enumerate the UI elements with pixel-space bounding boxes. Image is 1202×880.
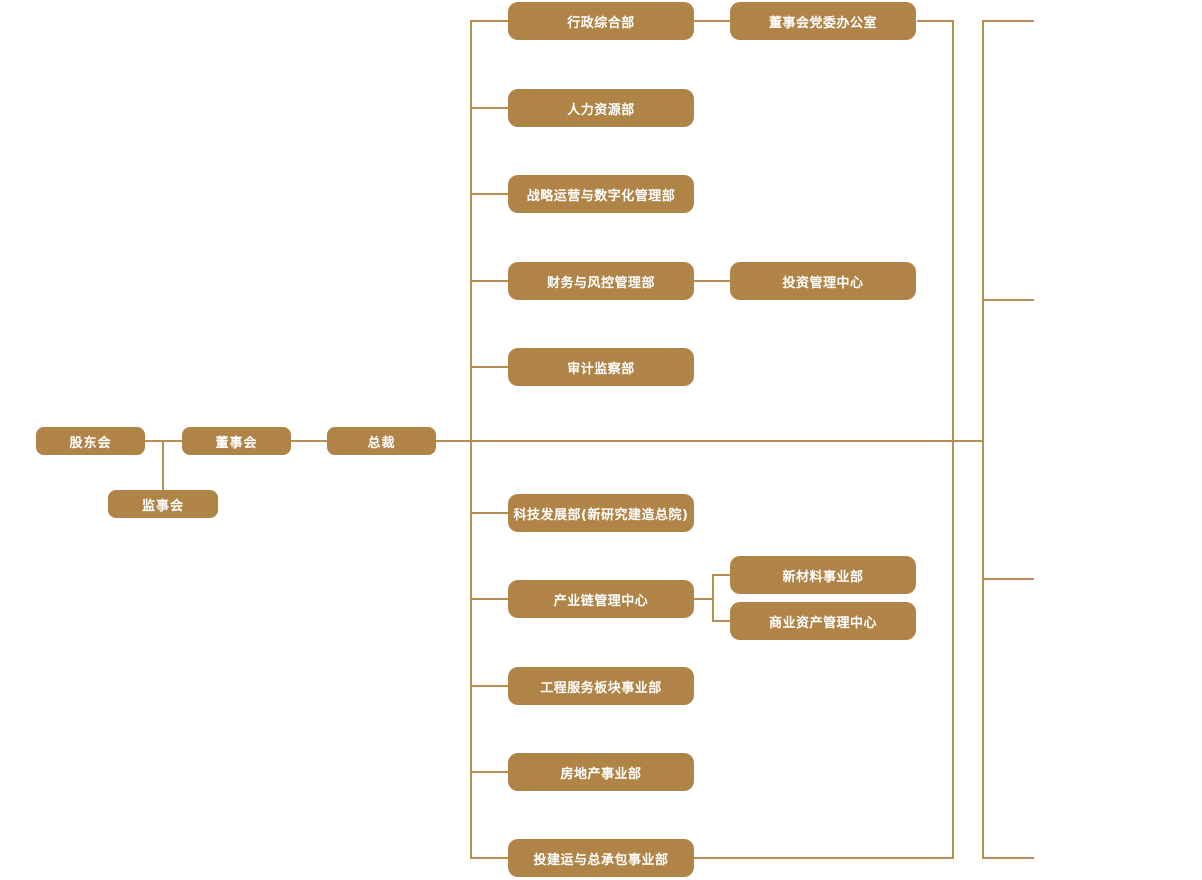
- dept-engineering-services: 工程服务板块事业部: [508, 667, 694, 705]
- right-stub-1: [982, 20, 1034, 22]
- dept-human-resources: 人力资源部: [508, 89, 694, 127]
- node-shareholders-meeting: 股东会: [36, 427, 145, 455]
- connector-row-9: [470, 771, 509, 773]
- connector-row-3: [470, 193, 509, 195]
- connector-finance-to-investment-center: [694, 280, 731, 282]
- right-bus-inner-vertical: [952, 20, 954, 859]
- connector-row-2: [470, 107, 509, 109]
- dept-finance-risk-management: 财务与风控管理部: [508, 262, 694, 300]
- department-bus-vertical: [470, 20, 472, 859]
- connector-board-president: [291, 440, 327, 442]
- connector-chain-branch-stem: [694, 598, 714, 600]
- dept-administrative-general: 行政综合部: [508, 2, 694, 40]
- connector-supervisory-drop: [162, 441, 164, 491]
- dept-investment-construction-epc: 投建运与总承包事业部: [508, 839, 694, 877]
- connector-chain-to-new-materials: [712, 574, 731, 576]
- connector-party-office-to-right-bus: [917, 20, 953, 22]
- right-bus-outer-vertical: [982, 20, 984, 859]
- connector-row-4: [470, 280, 509, 282]
- dept-audit-supervision: 审计监察部: [508, 348, 694, 386]
- connector-row-1: [470, 20, 509, 22]
- connector-chain-to-commercial-assets: [712, 620, 731, 622]
- right-stub-3: [982, 578, 1034, 580]
- connector-epc-to-right-bus: [694, 857, 954, 859]
- connector-president-main: [436, 440, 984, 442]
- sub-board-party-committee-office: 董事会党委办公室: [730, 2, 916, 40]
- connector-row-7: [470, 598, 509, 600]
- connector-admin-to-party-office: [694, 20, 731, 22]
- right-stub-4: [982, 857, 1034, 859]
- dept-tech-development: 科技发展部(新研究建造总院): [508, 494, 694, 532]
- connector-row-8: [470, 685, 509, 687]
- node-board-of-directors: 董事会: [182, 427, 291, 455]
- node-supervisory-board: 监事会: [108, 490, 218, 518]
- dept-strategy-digital-management: 战略运营与数字化管理部: [508, 175, 694, 213]
- connector-row-5: [470, 366, 509, 368]
- connector-chain-branch-vertical: [712, 574, 714, 622]
- right-stub-2: [982, 299, 1034, 301]
- dept-real-estate: 房地产事业部: [508, 753, 694, 791]
- sub-commercial-asset-management-center: 商业资产管理中心: [730, 602, 916, 640]
- connector-row-6: [470, 512, 509, 514]
- dept-industry-chain-center: 产业链管理中心: [508, 580, 694, 618]
- node-president: 总裁: [327, 427, 436, 455]
- connector-row-10: [470, 857, 509, 859]
- sub-new-materials-division: 新材料事业部: [730, 556, 916, 594]
- sub-investment-management-center: 投资管理中心: [730, 262, 916, 300]
